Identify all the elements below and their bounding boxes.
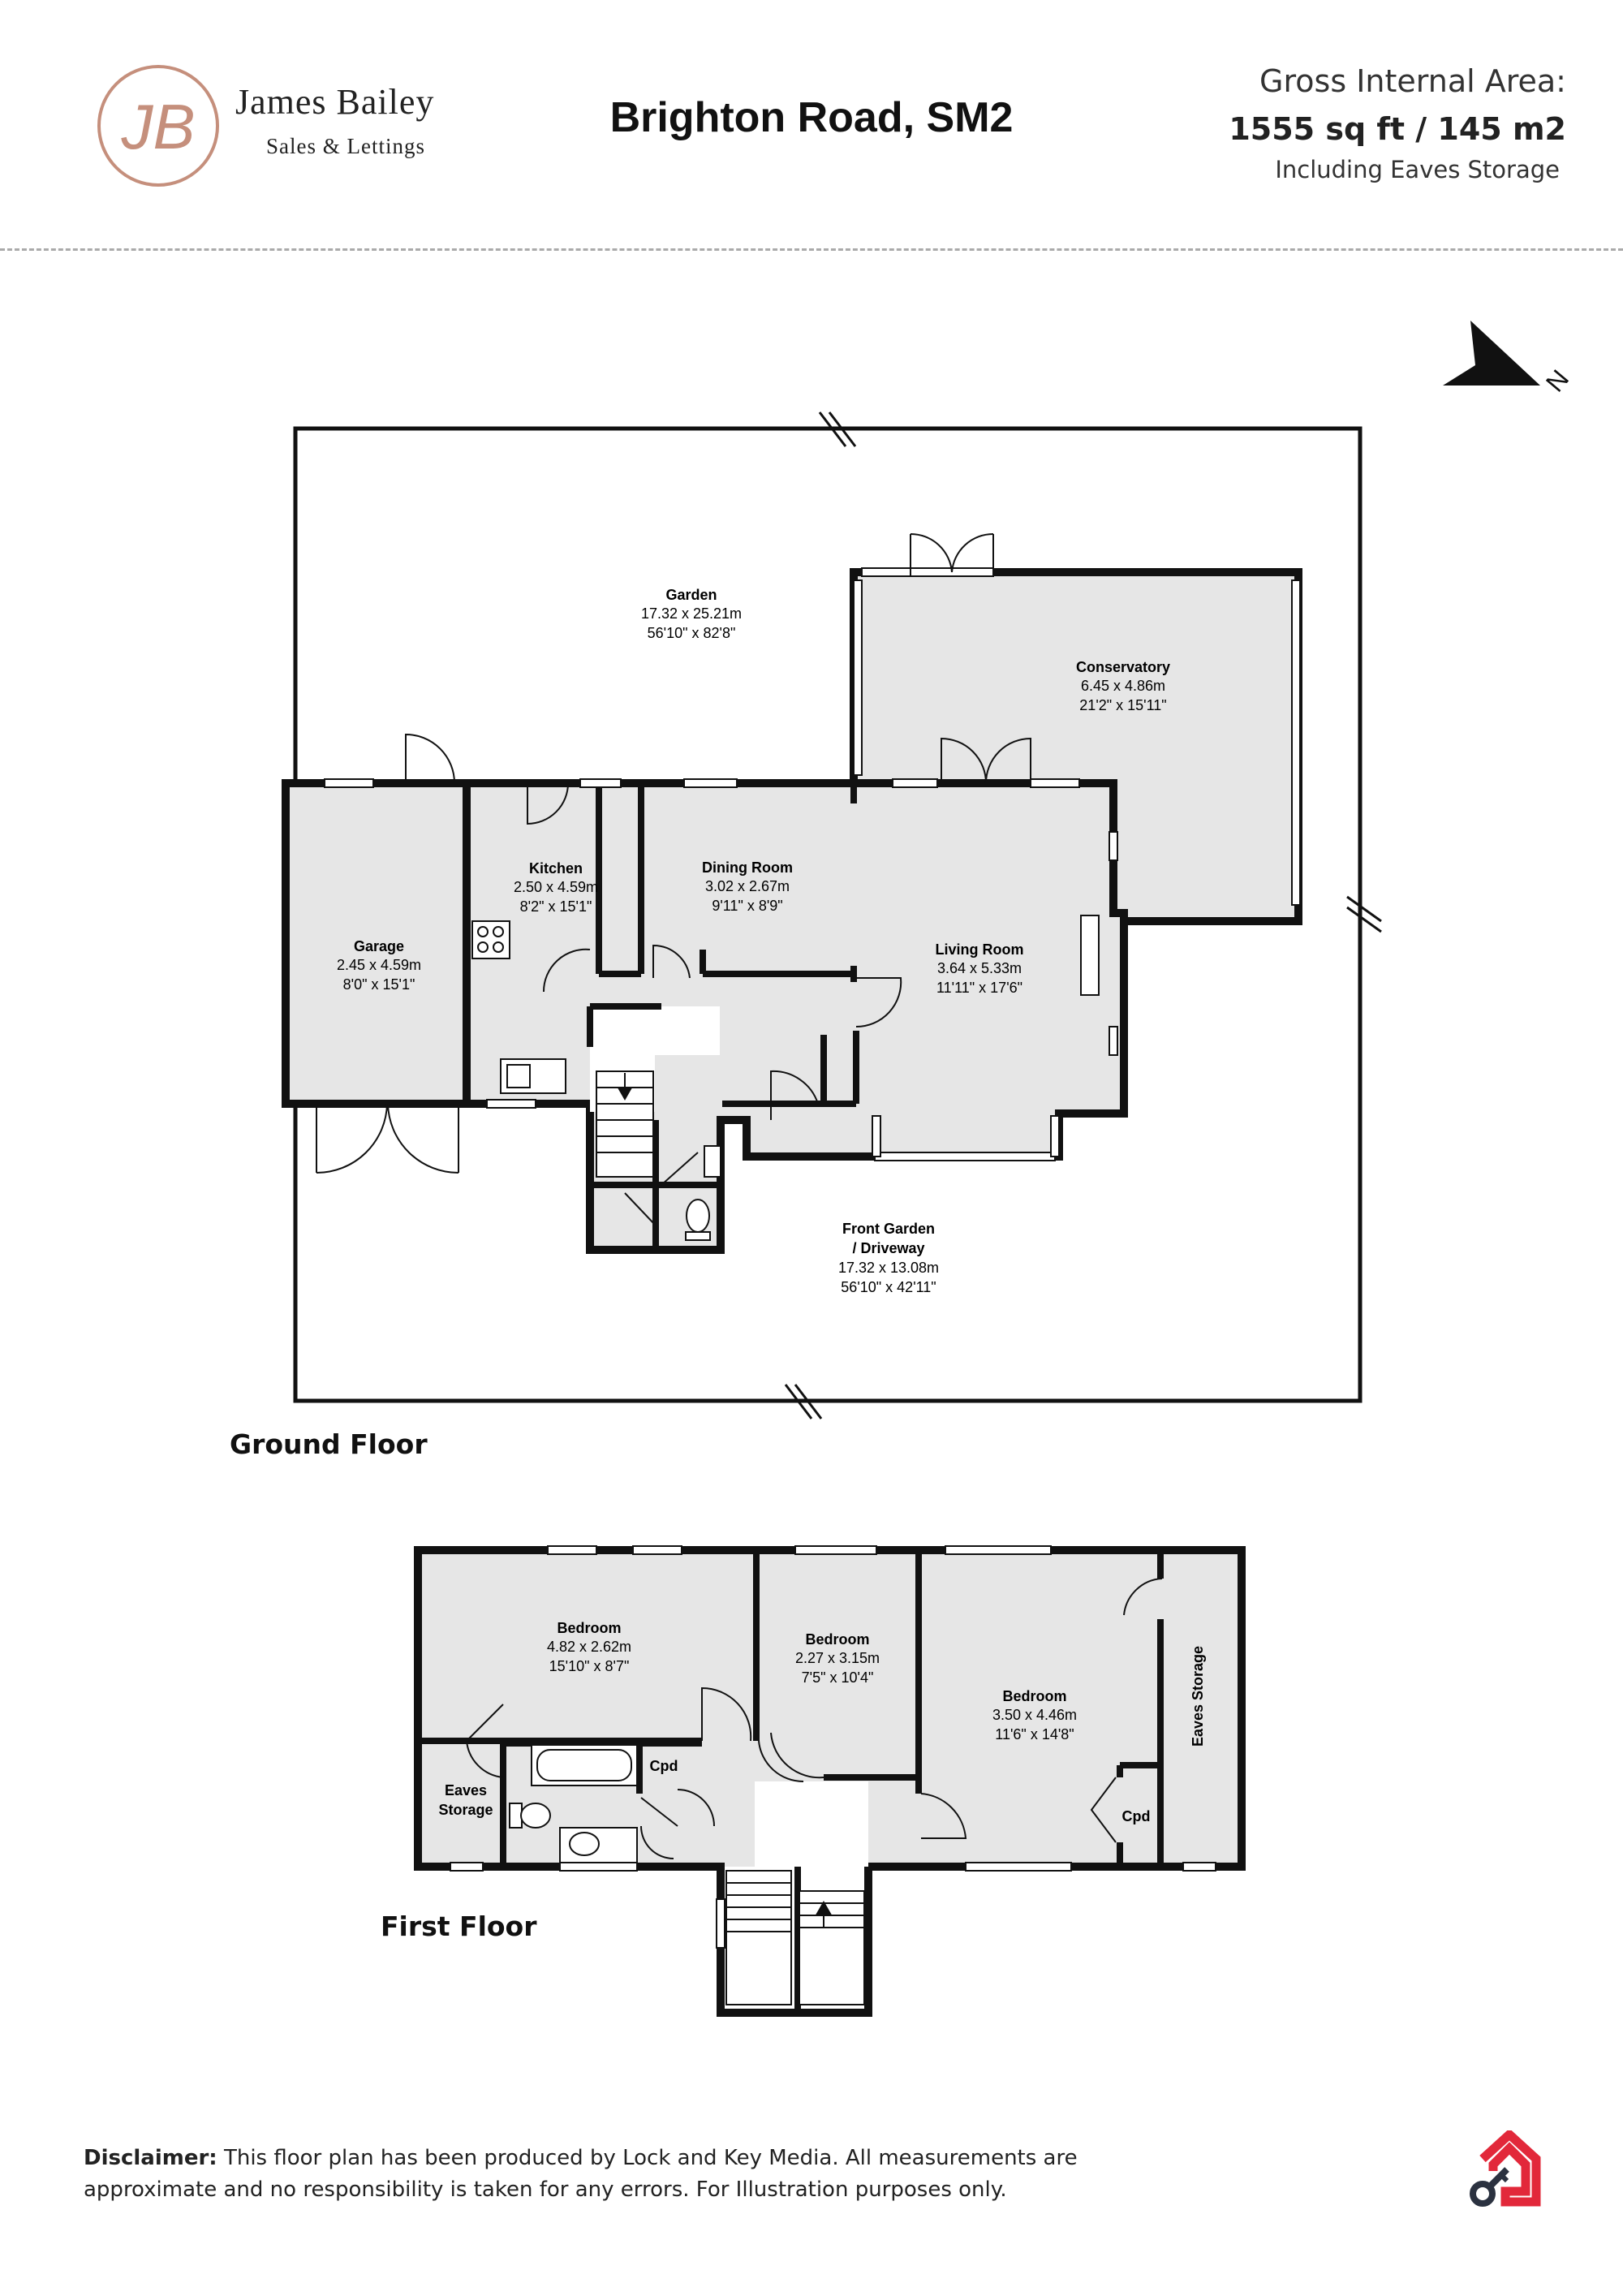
first-floor-label: First Floor <box>381 1910 537 1942</box>
disclaimer-label: Disclaimer: <box>84 2146 217 2170</box>
kitchen-metric: 2.50 x 4.59m <box>514 879 598 895</box>
garden-name: Garden <box>665 587 717 603</box>
first-stairs <box>725 1870 865 2005</box>
ground-floor-label: Ground Floor <box>230 1428 428 1460</box>
north-compass-icon: N <box>1443 321 1574 397</box>
first-doors <box>466 1578 1163 1859</box>
page-title: Brighton Road, SM2 <box>609 94 1014 141</box>
brand-monogram: JB <box>120 91 195 162</box>
garage-imperial: 8'0" x 15'1" <box>343 976 415 993</box>
bathroom-fixtures <box>509 1744 638 1864</box>
garden-imperial: 56'10" x 82'8" <box>648 625 736 641</box>
dining-imperial: 9'11" x 8'9" <box>712 898 782 914</box>
header-divider <box>0 248 1623 251</box>
cpd-left: Cpd <box>650 1758 678 1774</box>
living-name: Living Room <box>936 941 1024 958</box>
front-name-line1: Front Garden <box>842 1221 935 1237</box>
bed1-name: Bedroom <box>557 1620 621 1636</box>
dining-name: Dining Room <box>702 859 793 876</box>
wc-fixtures <box>685 1145 721 1241</box>
disclaimer: Disclaimer: This floor plan has been pro… <box>84 2143 1139 2206</box>
front-imperial: 56'10" x 42'11" <box>841 1279 936 1295</box>
first-room-labels: Bedroom 4.82 x 2.62m 15'10" x 8'7" Bedro… <box>438 1620 1206 1824</box>
disclaimer-text: This floor plan has been produced by Loc… <box>84 2146 1078 2202</box>
bed1-imperial: 15'10" x 8'7" <box>549 1658 630 1674</box>
gross-area-value: 1555 sq ft / 145 m2 <box>1229 111 1566 147</box>
front-name-line2: / Driveway <box>852 1240 924 1256</box>
garage-name: Garage <box>354 938 404 954</box>
front-metric: 17.32 x 13.08m <box>838 1260 939 1276</box>
fireplace <box>1080 915 1100 996</box>
eaves-left-line2: Storage <box>438 1802 493 1818</box>
conservatory-name: Conservatory <box>1076 659 1170 675</box>
bed3-imperial: 11'6" x 14'8" <box>995 1726 1074 1742</box>
dining-metric: 3.02 x 2.67m <box>705 878 790 894</box>
brand-tagline: Sales & Lettings <box>266 134 425 158</box>
bed2-metric: 2.27 x 3.15m <box>795 1650 880 1666</box>
gross-area-label: Gross Internal Area: <box>1259 63 1566 99</box>
bed3-name: Bedroom <box>1002 1688 1066 1704</box>
lock-and-key-logo-icon <box>1470 2130 1541 2207</box>
kitchen-fixtures <box>471 920 566 1094</box>
first-internal-walls <box>422 1550 1164 2009</box>
gross-area-note: Including Eaves Storage <box>1275 156 1560 183</box>
eaves-left-line1: Eaves <box>445 1782 487 1798</box>
kitchen-imperial: 8'2" x 15'1" <box>520 898 592 915</box>
first-windows <box>450 1545 1216 1949</box>
garage-doors <box>316 1103 459 1174</box>
conservatory-windows <box>853 567 1301 906</box>
ground-doors <box>405 733 1031 1226</box>
conservatory-french-doors <box>910 532 994 577</box>
ground-room-labels: Garden 17.32 x 25.21m 56'10" x 82'8" Con… <box>337 587 1170 1295</box>
living-metric: 3.64 x 5.33m <box>937 960 1022 976</box>
bed3-metric: 3.50 x 4.46m <box>992 1707 1077 1723</box>
bed2-name: Bedroom <box>805 1631 869 1648</box>
cpd-right: Cpd <box>1122 1808 1151 1824</box>
ground-stairs <box>596 1070 654 1178</box>
conservatory-metric: 6.45 x 4.86m <box>1081 678 1165 694</box>
bed1-metric: 4.82 x 2.62m <box>547 1639 631 1655</box>
brand-logo: JB <box>97 65 219 187</box>
living-imperial: 11'11" x 17'6" <box>936 980 1022 996</box>
boundary-break-marks <box>784 411 1382 1419</box>
garage-room <box>282 779 471 1108</box>
kitchen-name: Kitchen <box>529 860 583 877</box>
bed2-imperial: 7'5" x 10'4" <box>802 1669 874 1686</box>
conservatory-imperial: 21'2" x 15'11" <box>1079 697 1166 713</box>
garden-metric: 17.32 x 25.21m <box>641 605 742 622</box>
brand-name: James Bailey <box>235 82 435 122</box>
eaves-right: Eaves Storage <box>1190 1646 1206 1747</box>
garage-metric: 2.45 x 4.59m <box>337 957 421 973</box>
